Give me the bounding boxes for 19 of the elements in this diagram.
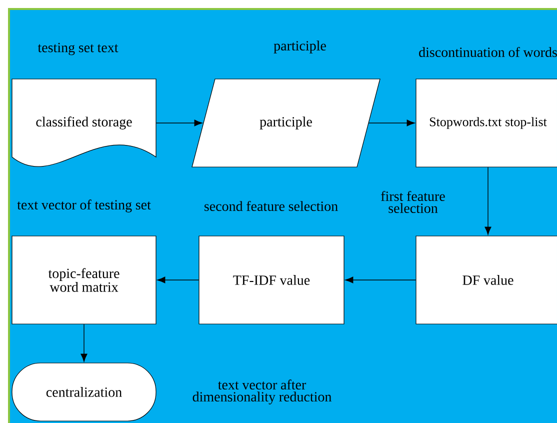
arrow: [368, 120, 415, 126]
arrow: [156, 120, 202, 126]
step-heading: second feature selection: [204, 201, 338, 211]
process-box: Stopwords.txt stop-list: [416, 78, 557, 168]
process-box: TF-IDF value: [198, 236, 344, 324]
arrow: [80, 324, 88, 362]
parallelogram-box: participle: [192, 78, 380, 168]
step-heading: participle: [274, 40, 326, 54]
note-text: text vector after dimensionality reduction: [192, 380, 332, 404]
step-heading: testing set text: [38, 42, 118, 56]
step-heading: discontinuation of words: [419, 47, 557, 57]
process-box: topic-feature word matrix: [12, 236, 156, 324]
arrow: [345, 276, 416, 284]
terminal-box: centralization: [12, 362, 156, 422]
arrow: [157, 276, 200, 284]
process-box: DF value: [416, 236, 557, 324]
step-heading: text vector of testing set: [17, 200, 151, 212]
step-heading: first feature selection: [381, 191, 445, 213]
arrow: [484, 166, 492, 235]
